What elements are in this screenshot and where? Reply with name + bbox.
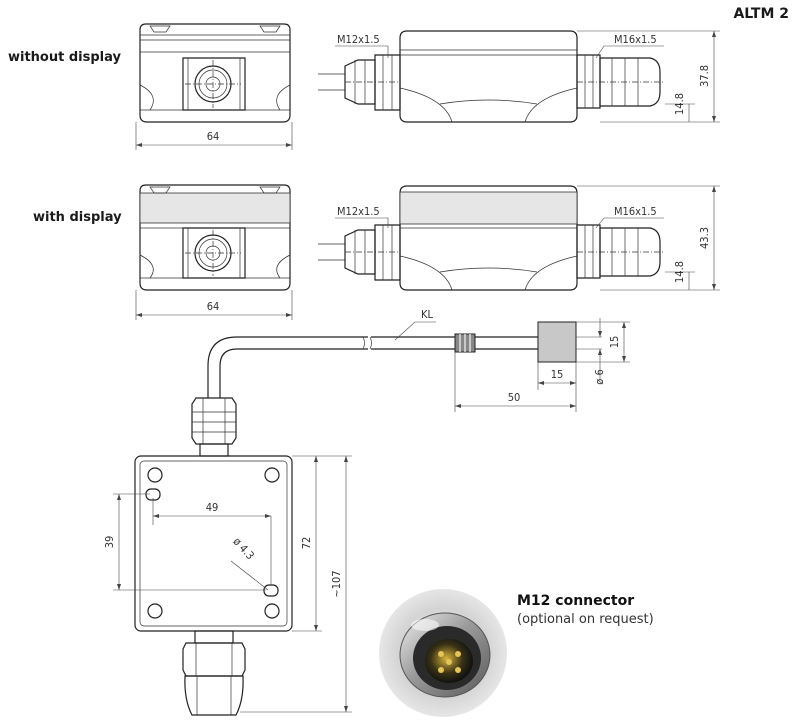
dim-dia-4-3: ø 4.3	[230, 535, 256, 562]
label-with-display: with display	[33, 210, 122, 225]
label-without-display: without display	[8, 50, 121, 65]
dim-sensor-dia-6: ø 6	[593, 369, 606, 385]
side-view-without-display	[318, 30, 665, 123]
side-view-with-display	[318, 185, 665, 291]
dim-sensor-15-horizontal: 15	[551, 368, 564, 381]
cable-gland-top	[191, 397, 237, 457]
product-code: ALTM 2	[733, 6, 789, 22]
dim-sensor-15-vertical: 15	[608, 336, 621, 349]
front-view-with-display	[139, 184, 291, 291]
thread-m12-top: M12x1.5	[337, 33, 380, 46]
thread-m16-top: M16x1.5	[614, 33, 657, 46]
dim-64-bottom: 64	[207, 300, 220, 313]
dim-width-64-top	[135, 122, 293, 150]
dim-37-8: 37.8	[698, 65, 711, 87]
cable-gland-bottom	[182, 630, 246, 716]
dim-43-3: 43.3	[698, 227, 711, 249]
dim-64-top: 64	[207, 130, 220, 143]
dim-107: ~107	[330, 570, 343, 597]
dim-14-8-bottom: 14.8	[673, 261, 686, 283]
thread-m12-bottom: M12x1.5	[337, 205, 380, 218]
dim-49: 49	[206, 501, 219, 514]
dim-width-64-bottom	[135, 290, 293, 320]
leaders-threads-row1	[335, 45, 664, 59]
dim-14-8-top: 14.8	[673, 93, 686, 115]
m12-connector-photo	[379, 589, 507, 717]
cable-label-kl: KL	[421, 308, 433, 321]
dim-height-row1	[577, 30, 720, 123]
enclosure-top-view	[134, 455, 293, 632]
front-view-without-display	[139, 23, 291, 123]
dim-72: 72	[300, 537, 313, 550]
dim-sensor-50: 50	[508, 391, 521, 404]
dim-height-row2	[577, 185, 720, 291]
mounting-dimension-lines	[113, 455, 352, 713]
sensor-dimension-lines	[454, 318, 630, 412]
m12-connector-subtitle: (optional on request)	[517, 612, 654, 627]
thread-m16-bottom: M16x1.5	[614, 205, 657, 218]
dim-39: 39	[103, 536, 116, 549]
leaders-threads-row2	[335, 217, 664, 229]
m12-connector-title: M12 connector	[517, 593, 635, 609]
cable-kl	[207, 321, 577, 398]
